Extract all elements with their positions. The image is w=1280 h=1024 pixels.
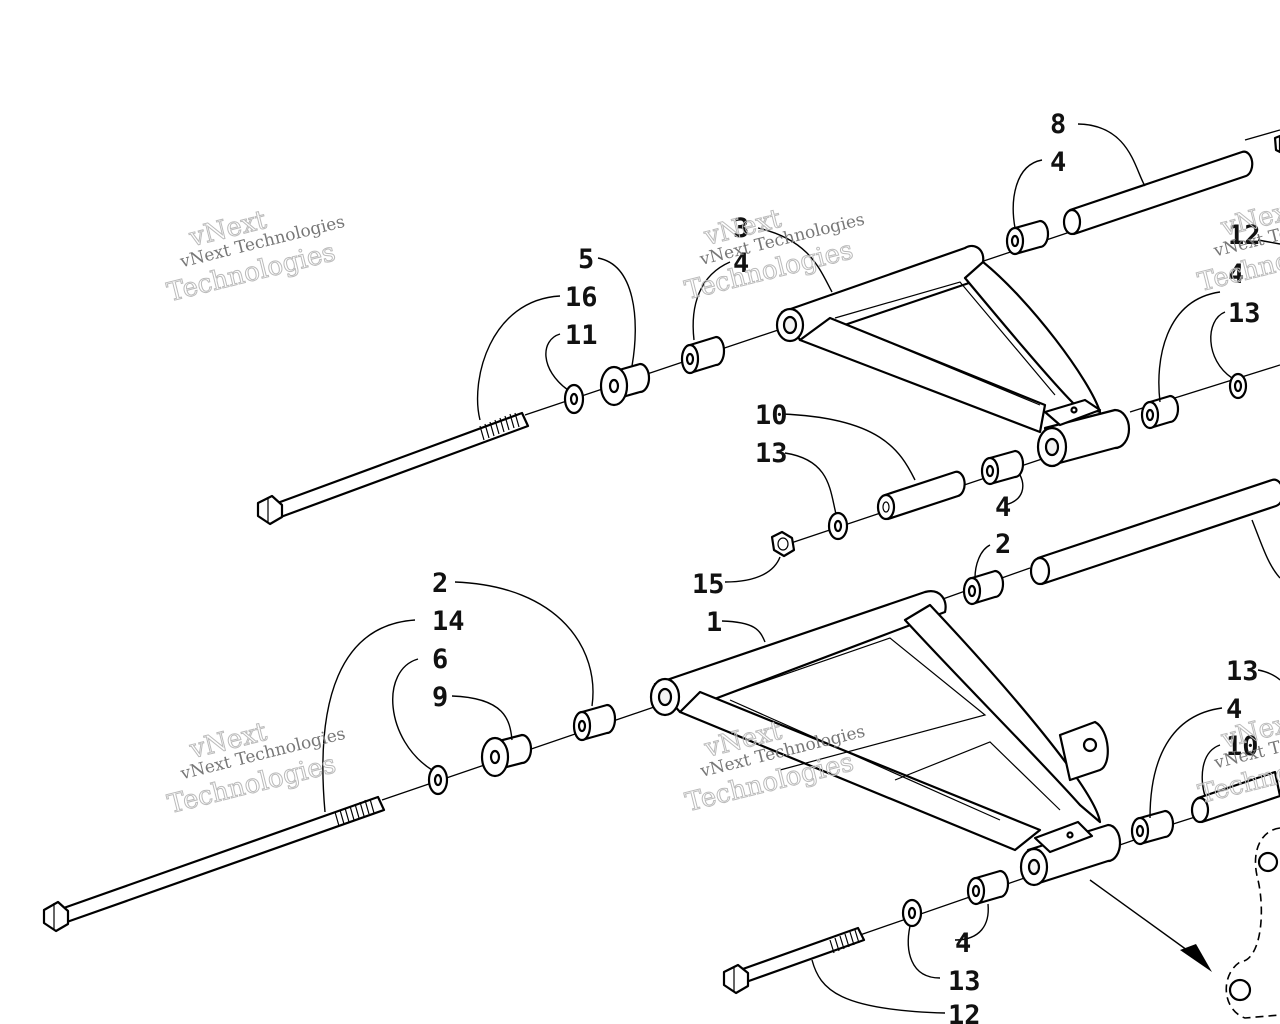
callout-label: 12: [1228, 220, 1261, 251]
callout-label: 4: [995, 492, 1011, 523]
lower-long-bolt: [42, 795, 386, 933]
lower-right-spacer: [1190, 770, 1280, 824]
callout-label: 13: [1226, 656, 1259, 687]
middle-washer: [827, 511, 849, 541]
upper-far-part-edge: [1273, 134, 1280, 154]
callout-label: 12: [948, 1000, 981, 1024]
lower-right-bushing-2: [1130, 809, 1175, 846]
lower-flanged-bushing: [480, 733, 533, 778]
callout-label: 4: [733, 248, 749, 279]
callout-label: 2: [432, 568, 448, 599]
callout-label: 2: [995, 529, 1011, 560]
callout-label: 9: [432, 682, 448, 713]
watermark-bottom-center: vNext vNext Technologies Technologies: [682, 715, 867, 818]
callout-label: 3: [733, 213, 749, 244]
middle-spacer: [876, 470, 966, 521]
lower-bushing-left: [572, 703, 617, 742]
watermark-top-left: vNext vNext Technologies Technologies: [164, 205, 347, 309]
callout-label: 4: [1050, 147, 1066, 178]
watermark-top-right: vNext vNext Technologies Technologies: [1194, 194, 1280, 298]
callout-label: 5: [578, 244, 594, 275]
callout-label: 6: [432, 644, 448, 675]
upper-a-arm: [775, 244, 1131, 468]
frame-bracket: [1225, 827, 1280, 1019]
upper-washer: [563, 383, 585, 415]
bottom-washer: [901, 898, 923, 928]
middle-bushing: [980, 449, 1025, 486]
direction-arrow: [1089, 879, 1212, 972]
callout-label: 4: [1226, 694, 1242, 725]
callout-label: 13: [1228, 298, 1261, 329]
leader-lines: [322, 123, 1280, 1014]
upper-flanged-bushing: [599, 362, 651, 407]
lower-a-arm: [649, 590, 1122, 887]
callout-label: 4: [1228, 259, 1244, 290]
lower-rod: [1029, 478, 1280, 586]
callout-label: 11: [565, 320, 598, 351]
callout-label: 10: [755, 400, 788, 431]
callout-label: 4: [955, 928, 971, 959]
callout-label: 8: [1050, 109, 1066, 140]
upper-bushing-left: [680, 335, 726, 375]
callout-label: 14: [432, 606, 465, 637]
callout-label: 15: [692, 569, 725, 600]
lower-washer: [427, 764, 449, 796]
upper-rod: [1062, 150, 1254, 236]
callout-label: 13: [948, 966, 981, 997]
watermark-top-center: vNext vNext Technologies Technologies: [681, 203, 866, 306]
upper-bushing-right: [1005, 219, 1050, 256]
lower-right-bushing: [962, 569, 1005, 606]
right-upper-washer: [1228, 372, 1248, 400]
bottom-bushing: [966, 869, 1010, 906]
callout-label: 10: [1226, 731, 1259, 762]
short-bolt: [722, 926, 866, 995]
callout-label: 1: [706, 607, 722, 638]
right-upper-bushing: [1140, 394, 1180, 430]
callout-labels: 8 4 3 4 12 4 13 5 16 11 10 13 4 15 2 2 1…: [432, 109, 1261, 1024]
upper-long-bolt: [256, 411, 530, 526]
callout-label: 16: [565, 282, 598, 313]
nut: [770, 530, 796, 558]
callout-label: 13: [755, 438, 788, 469]
